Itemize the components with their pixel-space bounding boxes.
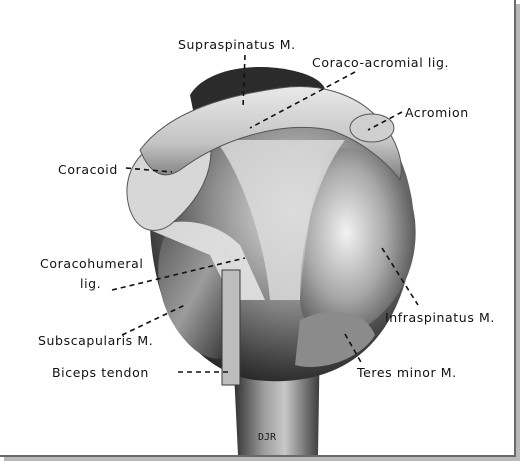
- artist-signature: DJR: [258, 432, 277, 443]
- label-biceps: Biceps tendon: [52, 365, 149, 380]
- label-teres-minor: Teres minor M.: [356, 365, 457, 380]
- label-coracohumeral-line1: Coracohumeral: [40, 256, 143, 271]
- biceps-tendon: [222, 270, 240, 385]
- label-coraco-acromial: Coraco-acromial lig.: [312, 55, 449, 70]
- label-coracohumeral-line2: lig.: [80, 276, 101, 291]
- acromion: [350, 114, 394, 142]
- teres-minor-muscle: [295, 312, 375, 367]
- label-supraspinatus: Supraspinatus M.: [178, 37, 296, 52]
- label-subscapularis: Subscapularis M.: [38, 333, 153, 348]
- label-coracoid: Coracoid: [58, 162, 118, 177]
- label-acromion: Acromion: [405, 105, 469, 120]
- label-infraspinatus: Infraspinatus M.: [385, 310, 495, 325]
